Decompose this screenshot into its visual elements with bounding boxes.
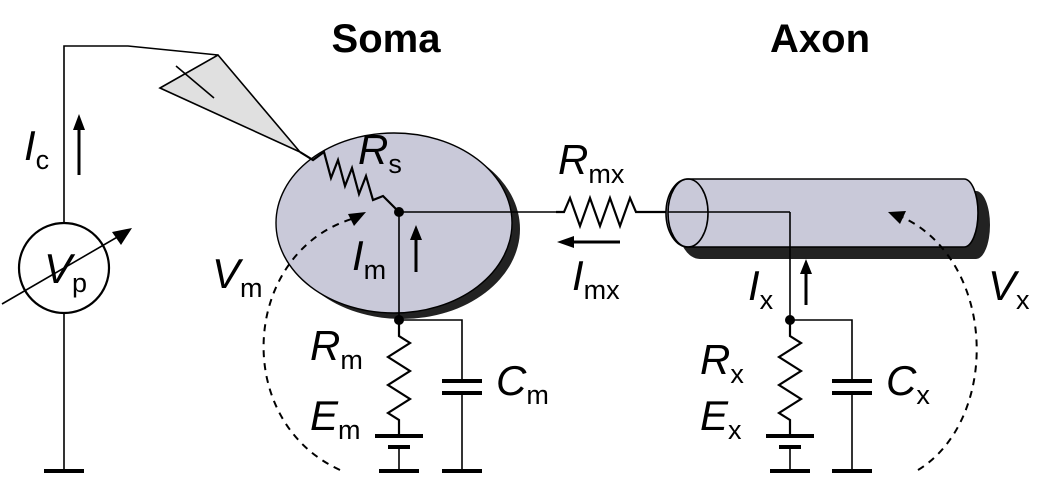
label-cm: Cm	[496, 357, 549, 410]
label-im: Im	[352, 232, 386, 285]
label-vm: Vm	[212, 250, 263, 303]
soma	[275, 132, 520, 319]
resistor-rm	[385, 320, 413, 436]
label-rmx: Rmx	[558, 136, 625, 189]
label-imx: Imx	[572, 252, 620, 305]
resistor-rs	[299, 150, 400, 213]
axon-cylinder	[665, 178, 990, 259]
resistor-rx	[776, 320, 804, 436]
vx-arrowhead	[888, 211, 906, 224]
vp-variable-arrow-line	[1, 231, 127, 305]
label-rs: Rs	[358, 126, 402, 179]
label-cx: Cx	[886, 357, 930, 410]
label-ic: Ic	[24, 122, 49, 175]
label-vp: Vp	[44, 245, 87, 298]
axon-body	[665, 178, 979, 248]
cx-top-wire	[790, 319, 853, 380]
vp-variable-arrowhead	[112, 228, 132, 245]
imx-arrowhead	[557, 236, 574, 248]
pipette-body	[158, 53, 301, 153]
label-em: Em	[310, 392, 361, 445]
ix-arrowhead	[800, 259, 812, 274]
current-ic: Ic	[24, 114, 85, 175]
voltage-source-vp: Vp	[1, 221, 132, 315]
vx-dashed-arc	[899, 215, 978, 471]
vm-dashed-arc	[262, 217, 356, 471]
label-ex: Ex	[700, 392, 742, 445]
ic-arrowhead	[73, 114, 85, 130]
label-ix: Ix	[748, 262, 774, 315]
im-arrowhead	[410, 225, 422, 240]
resistor-rmx	[556, 194, 668, 230]
label-rx: Rx	[700, 336, 744, 389]
label-rm: Rm	[310, 322, 363, 375]
soma-title: Soma	[332, 17, 442, 61]
label-vx: Vx	[988, 262, 1030, 315]
vm-arrowhead	[348, 212, 366, 226]
axon-end-face	[667, 178, 709, 248]
axon-title: Axon	[770, 17, 870, 61]
pipette-inner-line	[175, 65, 215, 99]
cm-top-wire	[399, 319, 463, 380]
soma-body	[275, 132, 513, 314]
